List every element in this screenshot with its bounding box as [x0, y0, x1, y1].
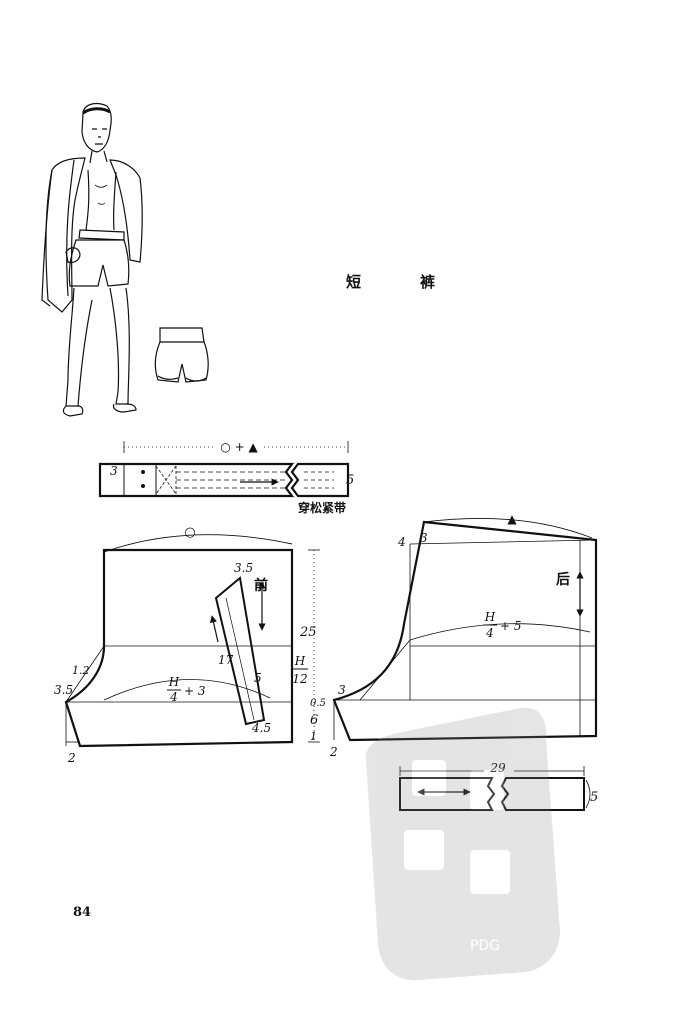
- back-side-tag: 后: [556, 571, 570, 588]
- back-leg-drop: 1: [310, 730, 317, 743]
- back-leg-rise: 6: [310, 713, 318, 728]
- pocket-width-label: 5: [254, 671, 262, 685]
- cuff-height-label: 5: [590, 790, 598, 805]
- back-waist-rise: 3: [420, 531, 428, 545]
- waistband-top-label: ○ + ▲: [220, 440, 258, 454]
- front-hip-den: 4: [169, 690, 178, 704]
- rise-num: H: [294, 654, 306, 668]
- back-hip-den: 4: [485, 626, 494, 640]
- page-number: 84: [73, 905, 92, 920]
- pocket-top-label: 3.5: [234, 561, 253, 575]
- back-panel-pattern: ▲ 4 3 后 H 4 + 5 0.5 3 6 1 2: [310, 512, 598, 759]
- cuff-length-label: 29: [489, 761, 506, 775]
- button-hole: [141, 484, 145, 488]
- waistband-width-label: 3: [110, 464, 118, 478]
- pocket-length-label: 17: [218, 653, 234, 667]
- front-height-label: 25: [299, 625, 317, 640]
- front-crotch-ext: 3.5: [54, 683, 73, 697]
- back-hip-add: + 5: [500, 619, 522, 633]
- front-panel-pattern: ○ 3.5 前 17 5 4.5 25 H: [54, 525, 320, 765]
- back-waist-left: 4: [397, 535, 406, 549]
- back-crotch-small: 0.5: [310, 698, 326, 709]
- waistband-height-label: 5: [346, 473, 354, 488]
- back-top-label: ▲: [507, 512, 517, 526]
- waistband-pattern: ○ + ▲ 3 5 穿松紧带: [98, 439, 354, 515]
- man-figure-illustration: [41, 103, 209, 417]
- front-hip-num: H: [168, 675, 180, 689]
- front-side-tag: 前: [254, 577, 268, 594]
- stamp-text: PDG: [470, 938, 500, 954]
- front-top-label: ○: [184, 525, 195, 540]
- rise-den: 12: [292, 672, 307, 686]
- back-hip-num: H: [484, 610, 496, 624]
- page-title: 短 裤: [346, 273, 458, 291]
- pocket-bottom-label: 4.5: [251, 721, 271, 735]
- front-hip-add: + 3: [184, 684, 206, 698]
- cuff-pattern: 29 5: [399, 760, 598, 811]
- front-crotch-small: 1.2: [72, 664, 90, 677]
- library-stamp: PDG: [365, 707, 560, 981]
- back-crotch-ext: 3: [338, 683, 346, 697]
- back-hem-label: 2: [329, 745, 338, 759]
- button-hole: [141, 470, 145, 474]
- front-hem-label: 2: [67, 751, 76, 765]
- waistband-note: 穿松紧带: [298, 500, 346, 515]
